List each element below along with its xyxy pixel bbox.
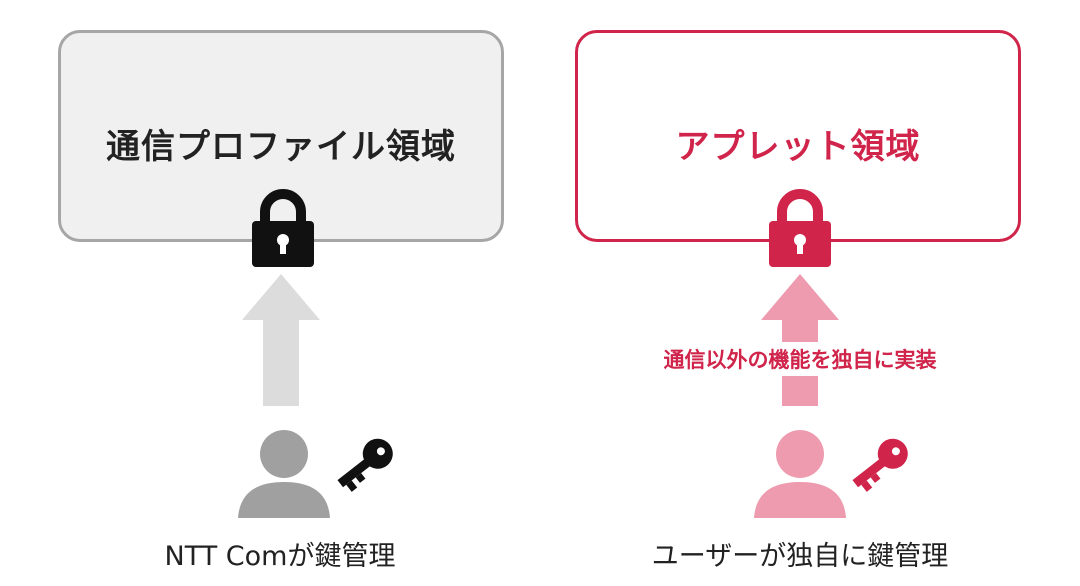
- lock-icon: [252, 189, 314, 267]
- custom-features-label: 通信以外の機能を独自に実装: [600, 342, 1000, 376]
- arrow-up-icon: [242, 274, 320, 406]
- key-icon: [852, 438, 908, 492]
- arrow-up-icon: [761, 274, 839, 406]
- communication-profile-area-title: 通信プロファイル領域: [106, 127, 456, 167]
- key-icon: [337, 438, 393, 492]
- user-key-management-caption: ユーザーが独自に鍵管理: [651, 541, 949, 572]
- applet-area-box: アプレット領域: [575, 30, 1021, 242]
- lock-icon: [769, 189, 831, 267]
- ntt-com-key-management-caption: NTT Comが鍵管理: [164, 541, 396, 572]
- applet-area-title: アプレット領域: [675, 127, 921, 167]
- communication-profile-area-box: 通信プロファイル領域: [58, 30, 504, 242]
- person-icon: [238, 430, 330, 518]
- person-icon: [754, 430, 846, 518]
